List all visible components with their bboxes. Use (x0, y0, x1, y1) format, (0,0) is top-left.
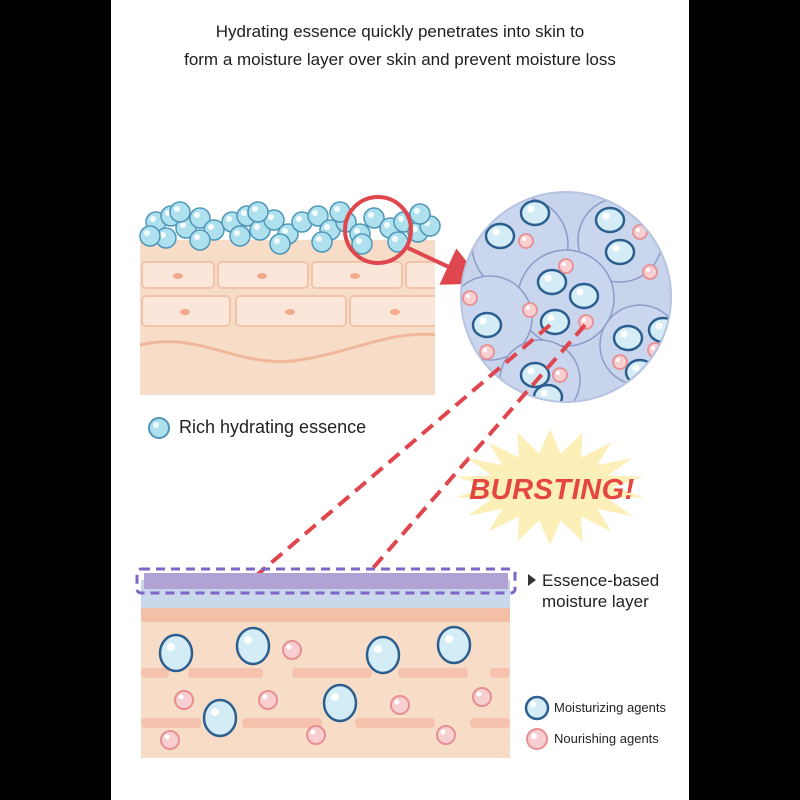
headline-line-1: Hydrating essence quickly penetrates int… (215, 22, 585, 41)
legend-nourishing-label: Nourishing agents (554, 731, 659, 746)
hydrating-bubble (189, 207, 211, 229)
magnifier-arrow (407, 246, 485, 285)
nourishing-agent (174, 690, 194, 710)
hydrating-bubble (363, 207, 385, 229)
nourishing-agent (632, 224, 648, 240)
moisture-layer-dashed-outline (135, 567, 517, 595)
moisturizing-agent (594, 206, 626, 234)
moisturizing-agent (436, 625, 472, 665)
hydrating-bubble (169, 201, 191, 223)
nourishing-agent (558, 258, 574, 274)
legend-top-bubble-icon (148, 417, 170, 439)
moisturizing-agent (322, 683, 358, 723)
hydrating-bubble-layer (139, 201, 441, 255)
magnifier-ring (343, 195, 413, 265)
hydrating-bubble (269, 233, 291, 255)
nourishing-agent (462, 290, 478, 306)
legend-moisturizing-icon (524, 695, 550, 721)
moisturizing-agent (202, 698, 238, 738)
moisturizing-agent (519, 361, 551, 389)
moisturizing-agent (158, 633, 194, 673)
moisturizing-agent (519, 199, 551, 227)
moisturizing-agent (536, 268, 568, 296)
nourishing-agent (282, 640, 302, 660)
hydrating-bubble (263, 209, 285, 231)
legend-top-label: Rich hydrating essence (179, 417, 367, 437)
layer-pointer-icon (528, 574, 536, 586)
skin-cross-section-top (140, 240, 435, 395)
moisturizing-agent (604, 238, 636, 266)
nourishing-agent (306, 725, 326, 745)
nourishing-agent (518, 233, 534, 249)
hydrating-bubble (351, 233, 373, 255)
nourishing-agent (522, 302, 538, 318)
nourishing-agent (472, 687, 492, 707)
zoom-circle (460, 191, 672, 403)
moisture-layer-bar (144, 573, 508, 589)
hydrating-bubble (307, 205, 329, 227)
headline-line-2: form a moisture layer over skin and prev… (184, 50, 616, 69)
moisturizing-agent (532, 383, 564, 402)
nourishing-agent (642, 264, 658, 280)
moisture-layer-label-2: moisture layer (542, 592, 649, 611)
nourishing-agent (160, 730, 180, 750)
hydrating-bubble (139, 225, 161, 247)
moisturizing-agent (235, 626, 271, 666)
nourishing-agent (390, 695, 410, 715)
legend-moisturizing-label: Moisturizing agents (554, 700, 666, 715)
hydrating-bubble (409, 203, 431, 225)
nourishing-agent (436, 725, 456, 745)
bursting-starburst (456, 429, 644, 545)
hydrating-bubble (247, 201, 269, 223)
bursting-label: BURSTING! (469, 474, 635, 506)
nourishing-agent (258, 690, 278, 710)
hydrating-bubble (229, 225, 251, 247)
moisturizing-agent (484, 222, 516, 250)
legend-nourishing-icon (526, 728, 548, 750)
hydrating-bubble (189, 229, 211, 251)
nourishing-agent (552, 367, 568, 383)
moisture-layer-label-1: Essence-based (542, 571, 660, 590)
moisturizing-agent (365, 635, 401, 675)
skin-cross-section-bottom (141, 580, 510, 758)
hydrating-bubble (311, 231, 333, 253)
nourishing-agent (479, 344, 495, 360)
moisturizing-agent (612, 324, 644, 352)
moisturizing-agent (568, 282, 600, 310)
moisturizing-agent (471, 311, 503, 339)
nourishing-agent (612, 354, 628, 370)
